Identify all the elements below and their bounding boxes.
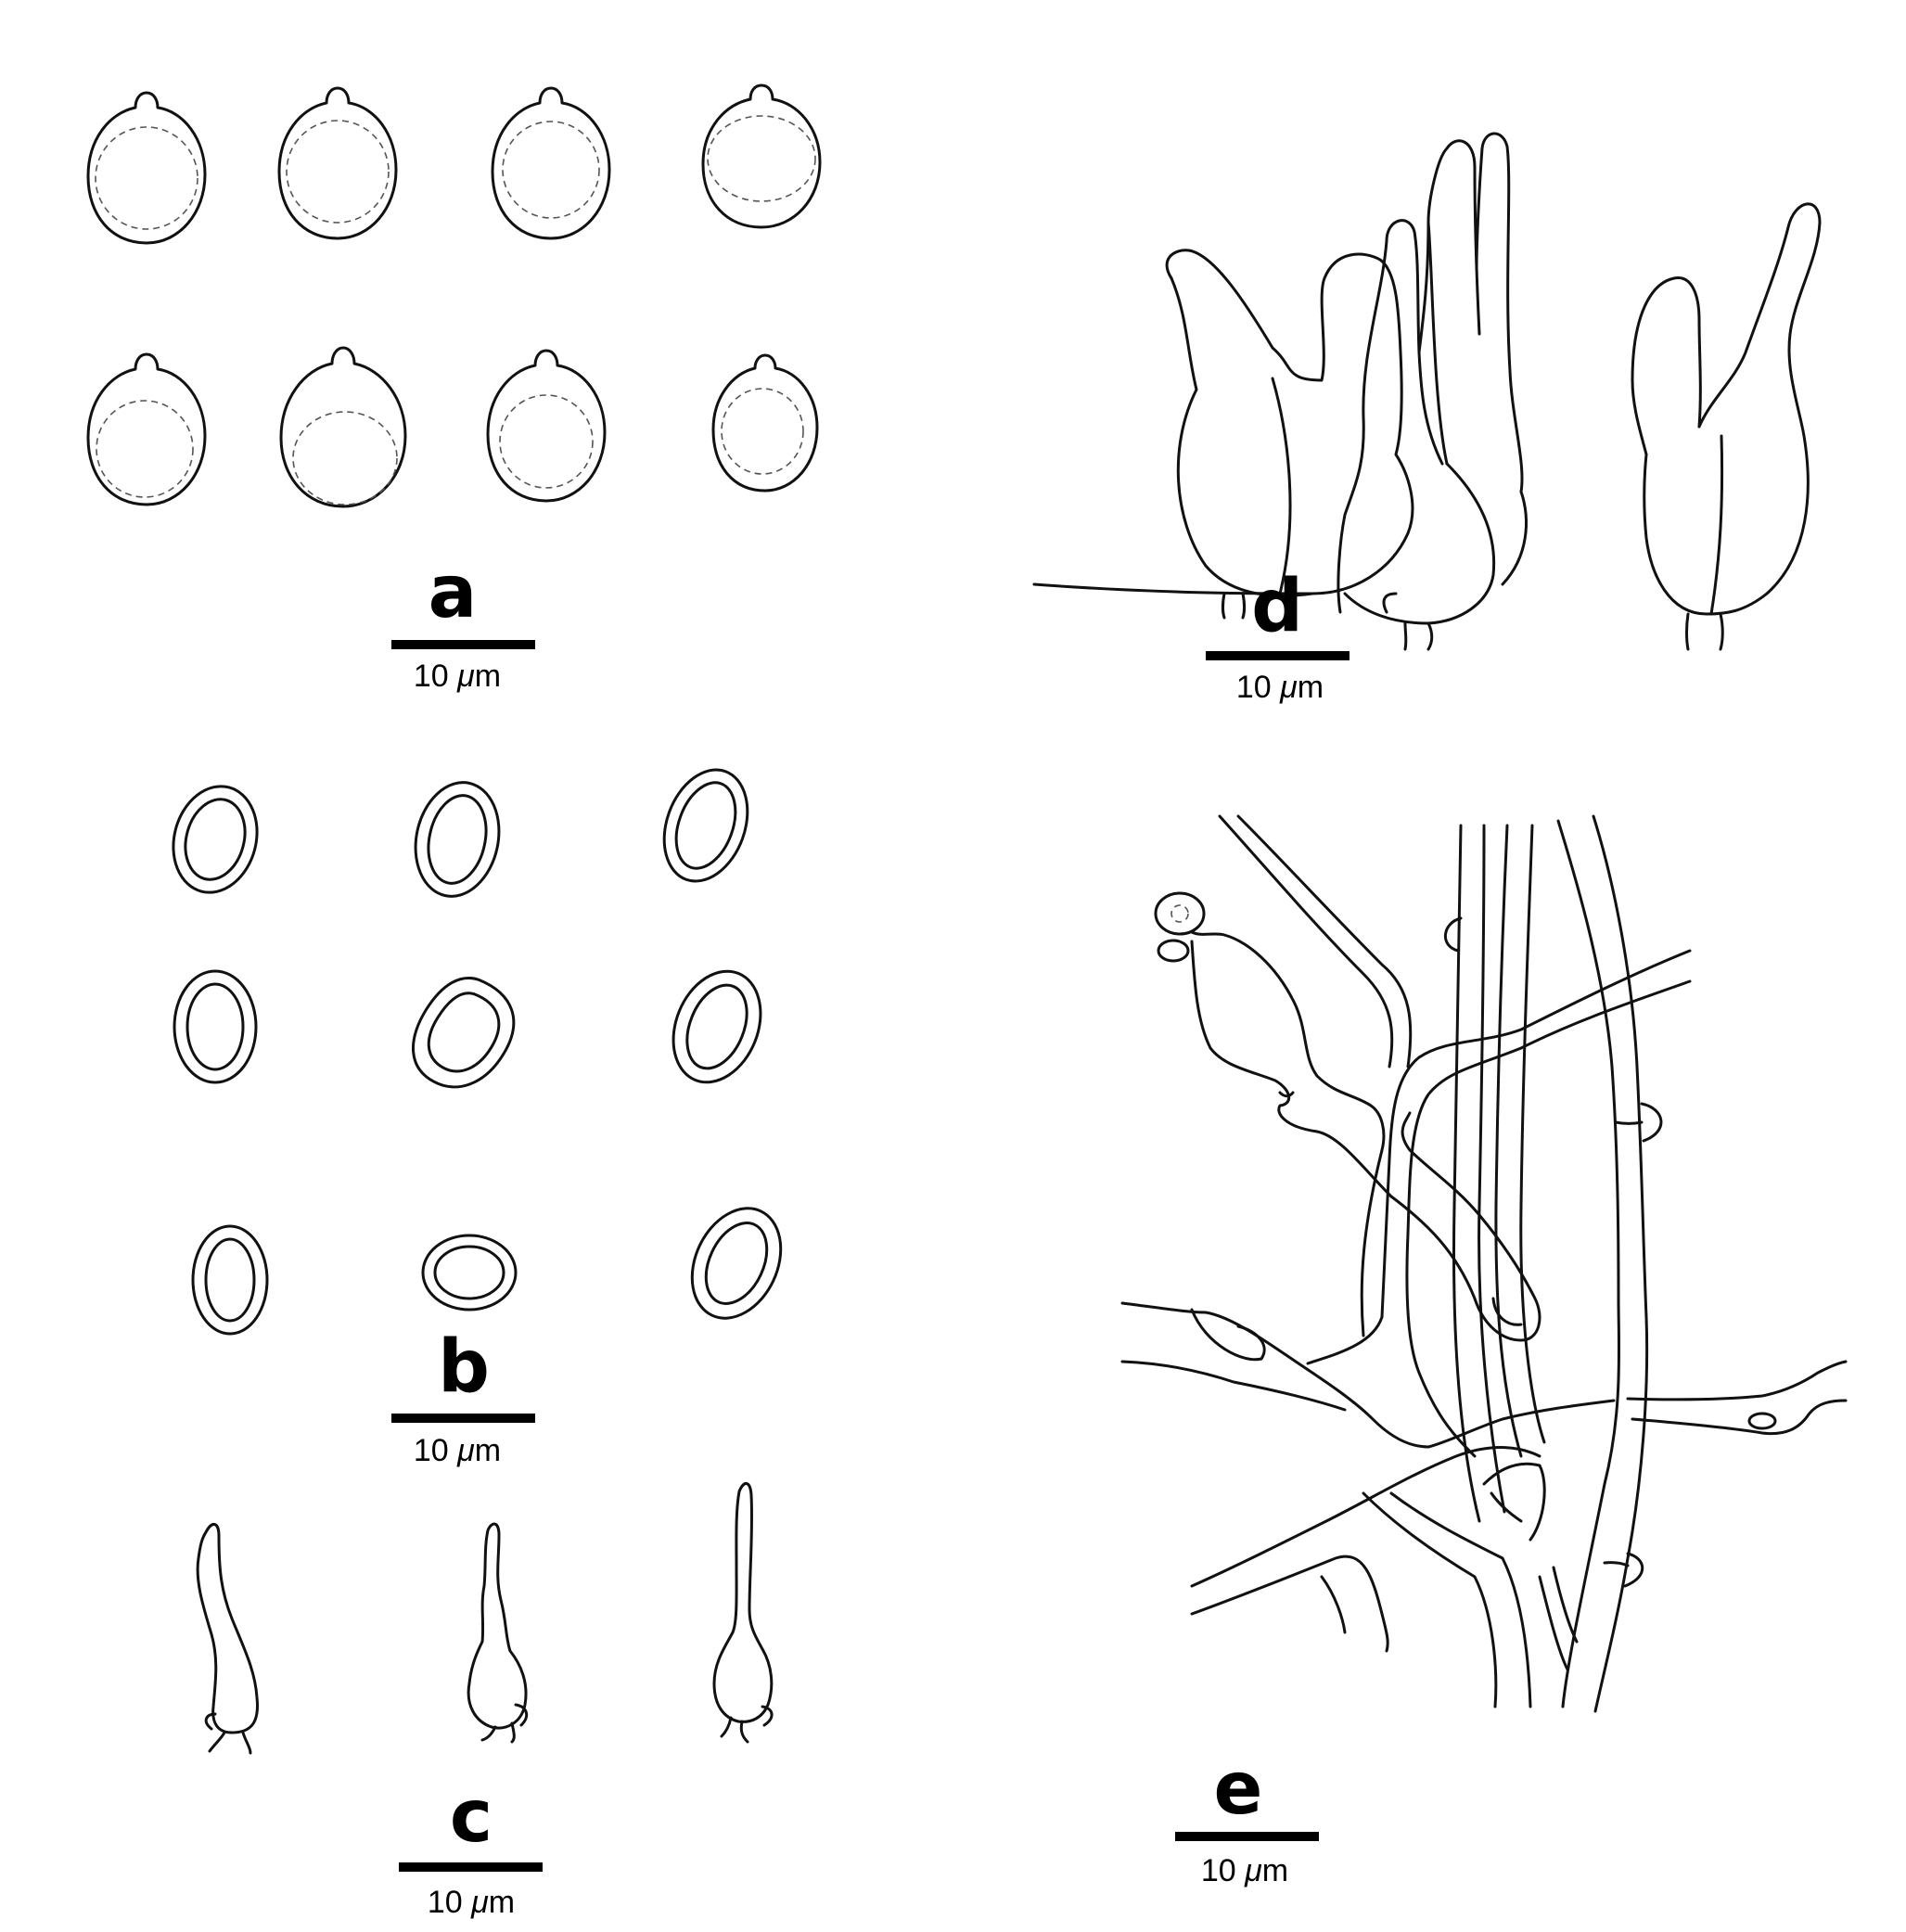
spore-a-8 xyxy=(711,353,819,493)
scale-label-d: 10 μm xyxy=(1236,670,1324,705)
basidium-d-3 xyxy=(1631,202,1822,651)
scale-e-value: 10 xyxy=(1201,1853,1236,1888)
scale-b-value: 10 xyxy=(414,1433,449,1468)
basidium-d-2 xyxy=(1337,132,1528,651)
panel-e: e 10 μm xyxy=(1120,814,1848,1888)
panel-d: d 10 μm xyxy=(1032,132,1822,705)
panel-c-label: c xyxy=(450,1775,492,1859)
spore-b-9 xyxy=(690,1207,783,1320)
scale-c-unit-suffix: m xyxy=(489,1885,515,1920)
spore-b-8 xyxy=(421,1234,518,1311)
panel-a-label: a xyxy=(429,551,478,634)
scale-label-b: 10 μm xyxy=(414,1433,501,1468)
septum-1 xyxy=(1614,1120,1644,1125)
scale-a-unit-suffix: m xyxy=(475,659,501,694)
scale-label-c: 10 μm xyxy=(428,1885,515,1920)
scale-bar-c xyxy=(399,1862,543,1872)
scale-b-unit-suffix: m xyxy=(475,1433,501,1468)
scale-bar-a xyxy=(391,640,535,649)
scale-label-a: 10 μm xyxy=(414,659,501,694)
hypha-vertical-2 xyxy=(1494,824,1546,1458)
panel-b: b 10 μm xyxy=(172,768,783,1468)
scale-bar-d xyxy=(1206,651,1350,660)
hypha-vertical-3 xyxy=(1556,814,1649,1713)
hypha-vertical-1 xyxy=(1452,824,1506,1523)
panel-a: a 10 μm xyxy=(86,83,822,694)
hypha-terminal xyxy=(1154,891,1541,1342)
spore-a-4 xyxy=(701,83,822,229)
scale-bar-b xyxy=(391,1414,535,1423)
cystidium-c-3 xyxy=(712,1482,774,1744)
scale-e-unit-prefix: μ xyxy=(1244,1853,1262,1888)
clamp-4 xyxy=(1278,1091,1295,1098)
spore-a-6 xyxy=(279,346,407,508)
scale-e-unit-suffix: m xyxy=(1262,1853,1288,1888)
scale-b-unit-prefix: μ xyxy=(456,1433,475,1468)
spore-b-2 xyxy=(414,781,501,898)
spore-a-3 xyxy=(491,86,611,240)
panel-c: c 10 μm xyxy=(196,1482,774,1920)
septum-2 xyxy=(1603,1561,1630,1567)
scale-c-unit-prefix: μ xyxy=(470,1885,489,1920)
spore-b-1 xyxy=(172,785,259,894)
panel-d-label: d xyxy=(1251,565,1303,648)
clamp-3 xyxy=(1623,1552,1644,1588)
hypha-flap xyxy=(1482,1462,1546,1542)
hypha-lower-cross xyxy=(1190,1446,1579,1708)
scale-bar-e xyxy=(1175,1832,1319,1841)
clamp-6 xyxy=(1747,1412,1777,1430)
cystidium-c-1 xyxy=(196,1523,260,1755)
panel-b-label: b xyxy=(438,1325,490,1409)
scale-d-value: 10 xyxy=(1236,670,1272,705)
hypha-horizontal-right xyxy=(1626,1360,1848,1436)
clamp-5 xyxy=(1190,1308,1266,1362)
spore-a-7 xyxy=(486,349,607,503)
basidium-d-1 xyxy=(1032,249,1414,620)
spore-a-1 xyxy=(86,91,207,245)
spore-b-4 xyxy=(173,969,258,1084)
hypha-diagonal-2 xyxy=(1218,814,1413,1068)
hypha-diagonal-1 xyxy=(1306,949,1692,1458)
septum-3 xyxy=(1491,1297,1523,1326)
spore-b-6 xyxy=(672,969,762,1084)
scale-c-value: 10 xyxy=(428,1885,463,1920)
spore-a-5 xyxy=(86,352,207,506)
hypha-horizontal-left xyxy=(1120,1301,1616,1449)
scale-d-unit-suffix: m xyxy=(1298,670,1324,705)
clamp-1 xyxy=(1443,916,1463,953)
scale-a-unit-prefix: μ xyxy=(456,659,475,694)
spore-b-5 xyxy=(412,977,516,1089)
cystidium-c-2 xyxy=(467,1522,529,1744)
scale-a-value: 10 xyxy=(414,659,449,694)
spore-b-7 xyxy=(191,1224,269,1336)
scale-label-e: 10 μm xyxy=(1201,1853,1288,1888)
panel-e-label: e xyxy=(1214,1747,1263,1831)
spore-b-3 xyxy=(662,768,749,883)
spore-a-2 xyxy=(277,86,398,240)
scale-d-unit-prefix: μ xyxy=(1279,670,1298,705)
clamp-2 xyxy=(1640,1102,1663,1143)
